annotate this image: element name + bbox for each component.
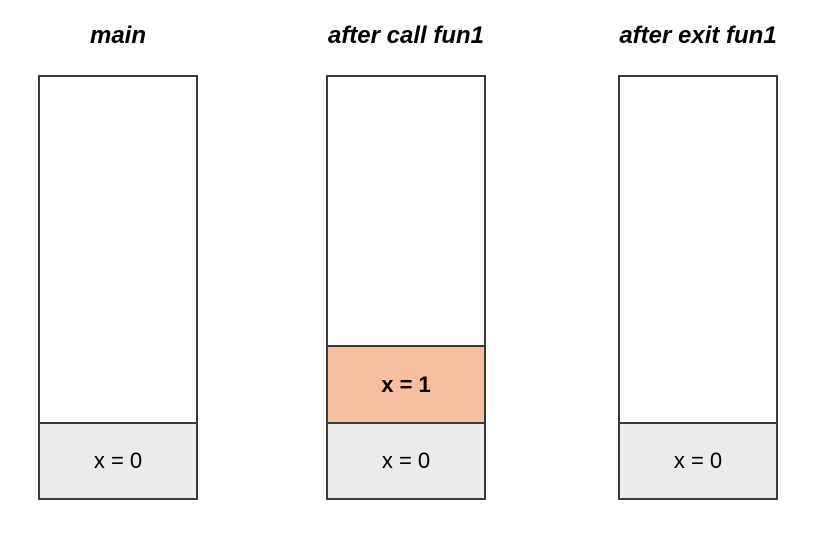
stack-box-main: x = 0 [38,75,198,500]
stack-title-main: main [89,22,146,49]
frame-label: x = 1 [381,371,431,397]
stack-box-after-call: x = 1 x = 0 [326,75,486,500]
frame-label: x = 0 [673,448,723,473]
stack-title-after-call: after call fun1 [327,22,485,49]
stack-frame-x0: x = 0 [620,422,776,498]
frame-label: x = 0 [93,448,143,473]
stack-box-after-exit: x = 0 [618,75,778,500]
frame-label: x = 0 [381,448,431,473]
stack-frame-x1: x = 1 [328,345,484,422]
stack-frame-x0: x = 0 [328,422,484,498]
stack-title-after-exit: after exit fun1 [619,22,777,49]
stack-frame-x0: x = 0 [40,422,196,498]
